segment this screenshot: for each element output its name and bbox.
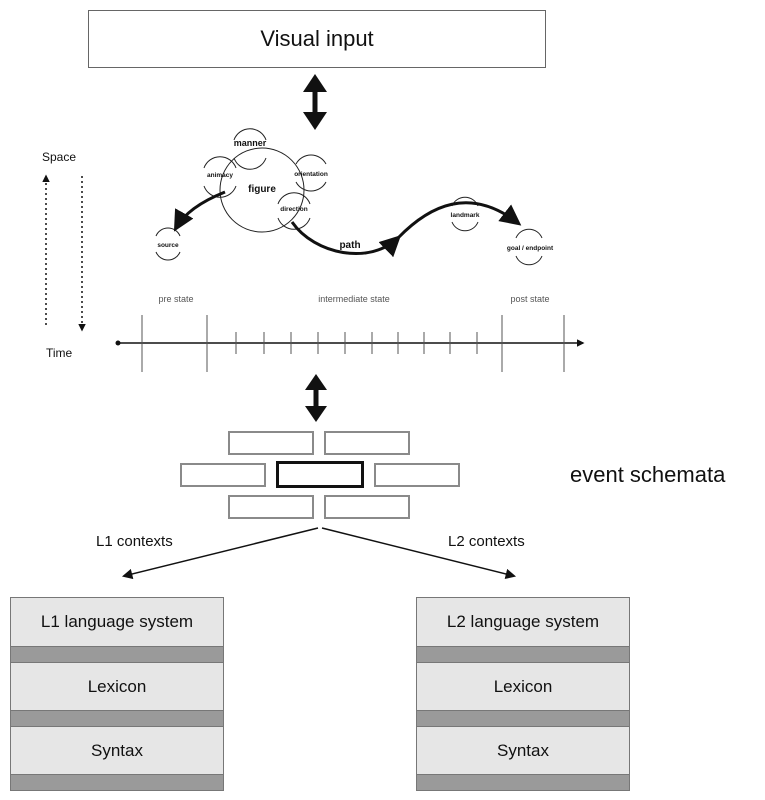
- path-label: path: [339, 240, 360, 251]
- schema-brick: [324, 495, 410, 519]
- source-arc-bottom: [155, 251, 181, 261]
- visual-input-box: Visual input: [88, 10, 546, 68]
- schema-brick: [324, 431, 410, 455]
- time-label: Time: [46, 346, 73, 360]
- source-label: source: [157, 242, 179, 249]
- schema-brick-active: [276, 461, 364, 488]
- animacy-arc-top: [203, 156, 237, 169]
- l1-title: L1 language system: [11, 598, 223, 647]
- animacy-arc-bottom: [203, 185, 237, 198]
- event-element-labels: manner animacy figure orientation direct…: [157, 138, 554, 252]
- visual-input-label: Visual input: [260, 26, 374, 51]
- schema-brick: [228, 495, 314, 519]
- direction-label: direction: [280, 206, 307, 213]
- bidirectional-arrow-top: [303, 74, 327, 130]
- manner-arc-top: [233, 128, 267, 141]
- landmark-arc-bottom: [451, 221, 479, 232]
- context-arrows: [121, 527, 517, 580]
- goal-arc-bottom: [515, 255, 543, 266]
- schema-brick: [228, 431, 314, 455]
- pre-state-label: pre state: [158, 294, 193, 304]
- orientation-arc-bottom: [295, 181, 327, 192]
- space-time-axis: [42, 174, 86, 332]
- l2-title: L2 language system: [417, 598, 629, 647]
- l1-lexicon: Lexicon: [11, 662, 223, 711]
- goal-label: goal / endpoint: [507, 245, 554, 252]
- l1-contexts-label: L1 contexts: [96, 533, 173, 550]
- path-segment-1: [290, 221, 402, 258]
- path-segment-2: [396, 201, 522, 240]
- manner-arc-bottom: [233, 157, 267, 170]
- bidirectional-arrow-middle: [305, 374, 327, 422]
- l1-language-system: L1 language system Lexicon Syntax: [10, 597, 224, 791]
- source-arc-top: [155, 227, 181, 237]
- schema-brick: [180, 463, 266, 487]
- timeline: [115, 315, 585, 372]
- goal-arc-top: [515, 228, 543, 239]
- l2-syntax: Syntax: [417, 726, 629, 775]
- path-to-source: [173, 190, 226, 232]
- l2-lexicon: Lexicon: [417, 662, 629, 711]
- schema-brick: [374, 463, 460, 487]
- manner-label: manner: [234, 138, 267, 148]
- figure-cluster: [155, 128, 543, 266]
- space-label: Space: [42, 150, 76, 164]
- landmark-label: landmark: [451, 212, 480, 219]
- direction-arc-top: [277, 192, 311, 205]
- orientation-arc-top: [295, 154, 327, 165]
- animacy-label: animacy: [207, 172, 233, 179]
- orientation-label: orientation: [294, 171, 328, 178]
- l2-language-system: L2 language system Lexicon Syntax: [416, 597, 630, 791]
- motion-path: [173, 190, 522, 258]
- l2-contexts-label: L2 contexts: [448, 533, 525, 550]
- post-state-label: post state: [510, 294, 549, 304]
- figure-label: figure: [248, 184, 276, 195]
- intermediate-state-label: intermediate state: [318, 294, 390, 304]
- event-schemata-label: event schemata: [570, 462, 726, 487]
- direction-arc-bottom: [277, 217, 311, 230]
- l1-syntax: Syntax: [11, 726, 223, 775]
- timeline-labels: pre state intermediate state post state: [158, 294, 549, 304]
